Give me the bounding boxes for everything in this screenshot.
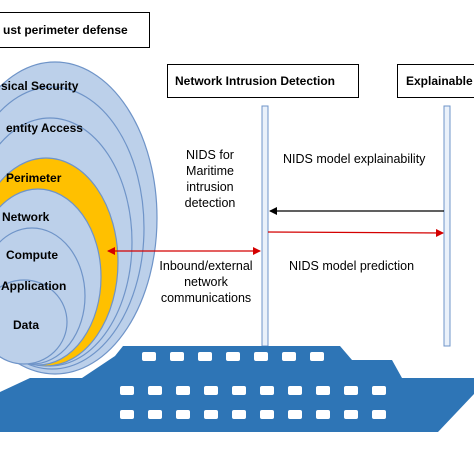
window bbox=[344, 410, 358, 419]
window bbox=[176, 386, 190, 395]
window bbox=[148, 410, 162, 419]
nids-purpose-label: NIDS for Maritime intrusion detection bbox=[165, 147, 255, 211]
xai-header-box: Explainable bbox=[397, 64, 474, 98]
defense-layers bbox=[0, 61, 158, 375]
window bbox=[170, 352, 184, 361]
network-line: network bbox=[184, 275, 228, 289]
window bbox=[344, 386, 358, 395]
nids-header-box: Network Intrusion Detection bbox=[167, 64, 359, 98]
nids-header-text: Network Intrusion Detection bbox=[175, 74, 336, 88]
explainability-label: NIDS model explainability bbox=[283, 152, 426, 166]
window bbox=[282, 352, 296, 361]
layer-label-network: Network bbox=[2, 210, 50, 224]
window bbox=[198, 352, 212, 361]
layer-label-perimeter: Perimeter bbox=[6, 171, 62, 185]
window bbox=[310, 352, 324, 361]
xai-lifeline bbox=[443, 105, 451, 347]
window bbox=[142, 352, 156, 361]
window bbox=[316, 386, 330, 395]
nids-lifeline bbox=[261, 105, 269, 347]
detection-line: detection bbox=[184, 196, 236, 210]
ship-windows bbox=[120, 352, 386, 419]
window bbox=[260, 410, 274, 419]
communications-line: communications bbox=[160, 291, 252, 305]
nids-for-line: NIDS for bbox=[186, 148, 234, 162]
layer-label-data: Data bbox=[13, 318, 40, 332]
ship-superstructure bbox=[82, 346, 402, 378]
window bbox=[204, 386, 218, 395]
window bbox=[254, 352, 268, 361]
window bbox=[260, 386, 274, 395]
window bbox=[288, 386, 302, 395]
layer-label-compute: Compute bbox=[6, 248, 58, 262]
window bbox=[316, 410, 330, 419]
window bbox=[120, 386, 134, 395]
window bbox=[232, 410, 246, 419]
inbound-line: Inbound/external bbox=[159, 259, 253, 273]
title-text: ust perimeter defense bbox=[3, 23, 128, 37]
maritime-line: Maritime bbox=[186, 164, 234, 178]
layer-data-shape bbox=[0, 279, 68, 365]
window bbox=[204, 410, 218, 419]
layer-label-physical-security: sical Security bbox=[1, 79, 79, 93]
window bbox=[372, 410, 386, 419]
title-box: ust perimeter defense bbox=[0, 12, 150, 48]
window bbox=[176, 410, 190, 419]
prediction-arrow bbox=[267, 228, 444, 237]
window bbox=[148, 386, 162, 395]
prediction-label: NIDS model prediction bbox=[289, 259, 415, 273]
window bbox=[232, 386, 246, 395]
window bbox=[120, 410, 134, 419]
intrusion-line: intrusion bbox=[186, 180, 234, 194]
xai-header-text: Explainable bbox=[406, 74, 473, 88]
window bbox=[372, 386, 386, 395]
layer-label-application: Application bbox=[1, 279, 67, 293]
inbound-label: Inbound/external network communications bbox=[150, 258, 262, 306]
window bbox=[288, 410, 302, 419]
layer-label-identity-access: entity Access bbox=[6, 121, 83, 135]
window bbox=[226, 352, 240, 361]
